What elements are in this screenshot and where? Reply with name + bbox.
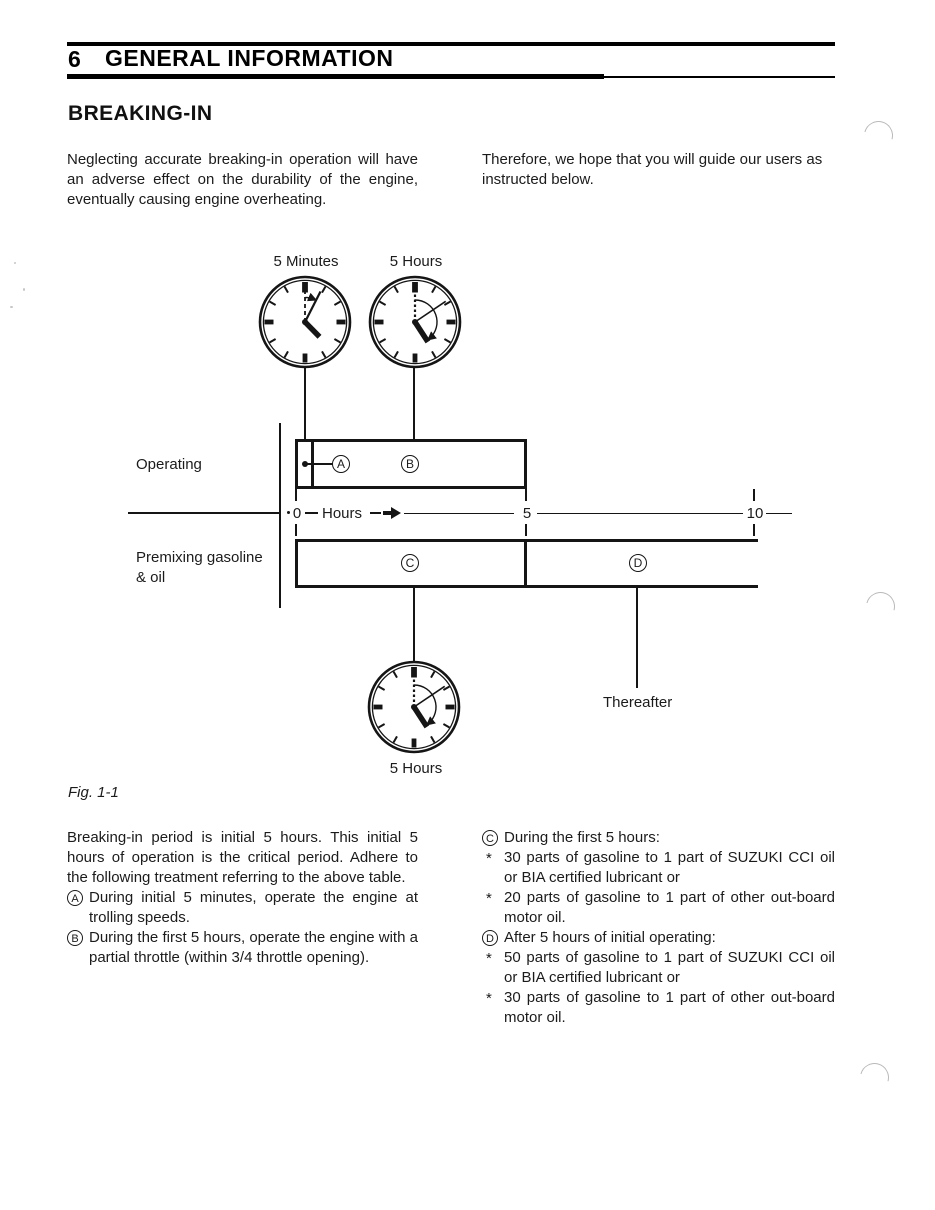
clock-5-hours-icon [368, 275, 462, 369]
body-item-c-heading: C During the first 5 hours: [482, 828, 835, 848]
page-curl-artifact [854, 1057, 895, 1098]
section-title: BREAKING-IN [68, 102, 213, 125]
item-d-bullet-2: * 30 parts of gasoline to 1 part of other… [482, 988, 835, 1028]
page-curl-artifact [858, 115, 899, 156]
axis-dash-1 [305, 512, 318, 514]
connector-thereafter [636, 588, 638, 688]
scan-speck [23, 288, 25, 291]
body-left-column: Breaking-in period is initial 5 hours. T… [67, 828, 418, 968]
axis-line-right [766, 512, 792, 515]
intro-paragraph-right: Therefore, we hope that you will guide o… [482, 151, 823, 188]
premixing-row-label-line2: & oil [136, 569, 166, 586]
axis-line-left [128, 512, 279, 514]
axis-dash-2 [370, 512, 381, 514]
axis-tick-10-above [753, 489, 755, 501]
top-left-clock-label: 5 Minutes [273, 253, 339, 270]
axis-tick-0-above [295, 489, 297, 501]
bullet-asterisk: * [486, 990, 492, 1007]
item-d-marker: D [482, 930, 498, 946]
header-bottom-rule-thin [604, 76, 835, 78]
operating-row-label: Operating [136, 456, 202, 473]
body-item-d-heading: D After 5 hours of initial operating: [482, 928, 835, 948]
axis-line-5-10 [537, 512, 743, 515]
page-curl-artifact [860, 586, 901, 627]
item-c-marker: C [482, 830, 498, 846]
diagram-left-boundary [279, 423, 281, 608]
axis-dot [287, 511, 290, 514]
item-d-heading-text: After 5 hours of initial operating: [504, 929, 716, 946]
axis-value-5: 5 [522, 505, 532, 522]
scan-speck [14, 262, 16, 264]
top-right-clock-label: 5 Hours [389, 253, 443, 270]
item-b-text: During the first 5 hours, operate the en… [89, 929, 418, 966]
item-c-heading-text: During the first 5 hours: [504, 829, 660, 846]
axis-line-0-5 [404, 512, 514, 515]
bottom-clock-label: 5 Hours [389, 760, 443, 777]
thereafter-label: Thereafter [603, 694, 673, 711]
header-bottom-rule-thick [67, 74, 604, 79]
clock-5-minutes-icon [258, 275, 352, 369]
diagram-marker-d: D [629, 554, 647, 572]
item-c-bullet-1: * 30 parts of gasoline to 1 part of SUZUK… [482, 848, 835, 888]
axis-tick-0-below [295, 524, 297, 536]
item-d-bullet-1-text: 50 parts of gasoline to 1 part of SUZUKI… [504, 949, 835, 986]
item-d-bullet-1: * 50 parts of gasoline to 1 part of SUZUK… [482, 948, 835, 988]
clock-5-hours-bottom-icon [367, 660, 461, 754]
item-a-text: During initial 5 minutes, operate the en… [89, 889, 418, 926]
axis-label: Hours [322, 505, 363, 522]
bullet-asterisk: * [486, 950, 492, 967]
item-a-marker: A [67, 890, 83, 906]
intro-paragraph-left: Neglecting accurate breaking-in operatio… [67, 151, 418, 208]
premixing-bar [295, 539, 758, 588]
connector-clock-c [413, 588, 415, 662]
axis-value-0: 0 [292, 505, 302, 522]
axis-tick-10-below [753, 524, 755, 536]
body-right-column: C During the first 5 hours: * 30 parts of … [482, 828, 835, 1028]
header-top-rule [67, 42, 835, 46]
body-item-a: A During initial 5 minutes, operate the e… [67, 888, 418, 928]
axis-arrow-tail [383, 510, 391, 515]
chapter-title: GENERAL INFORMATION [105, 45, 394, 71]
premixing-bar-divider [524, 539, 527, 588]
figure-caption: Fig. 1-1 [68, 784, 119, 801]
diagram-marker-b: B [401, 455, 419, 473]
body-left-paragraph: Breaking-in period is initial 5 hours. T… [67, 829, 418, 886]
axis-tick-5-above [525, 489, 527, 501]
item-d-bullet-2-text: 30 parts of gasoline to 1 part of other … [504, 989, 835, 1026]
premixing-row-label-line1: Premixing gasoline [136, 549, 263, 566]
axis-tick-5-below [525, 524, 527, 536]
diagram-marker-a: A [332, 455, 350, 473]
scan-speck [10, 306, 13, 308]
item-c-bullet-1-text: 30 parts of gasoline to 1 part of SUZUKI… [504, 849, 835, 886]
diagram-marker-c: C [401, 554, 419, 572]
item-b-marker: B [67, 930, 83, 946]
marker-a-leader [307, 463, 333, 465]
axis-arrow-icon [391, 506, 401, 519]
marker-a-dot [302, 461, 308, 467]
item-c-bullet-2: * 20 parts of gasoline to 1 part of other… [482, 888, 835, 928]
axis-value-10: 10 [746, 505, 764, 522]
connector-clock-b [413, 368, 415, 440]
bullet-asterisk: * [486, 850, 492, 867]
bullet-asterisk: * [486, 890, 492, 907]
connector-clock-a [304, 368, 306, 440]
body-item-b: B During the first 5 hours, operate the e… [67, 928, 418, 968]
item-c-bullet-2-text: 20 parts of gasoline to 1 part of other … [504, 889, 835, 926]
page-number: 6 [68, 46, 81, 72]
